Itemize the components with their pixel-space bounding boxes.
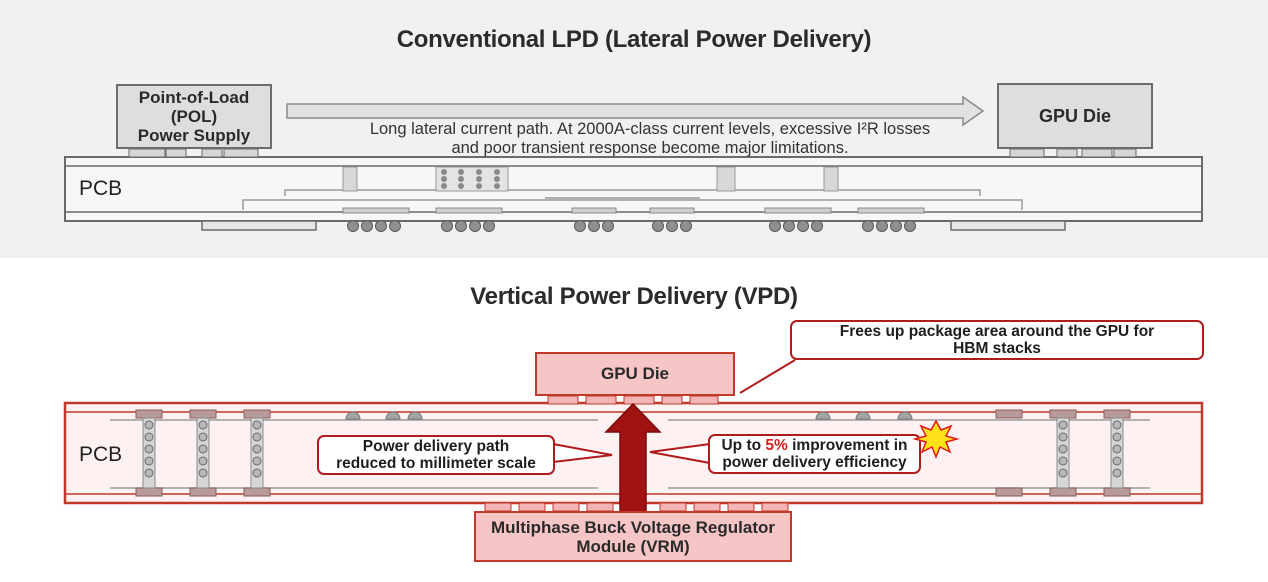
callout-path-line1: Power delivery path xyxy=(362,438,510,455)
callout-path-line2: reduced to millimeter scale xyxy=(336,455,536,472)
callout-eff-line1: Up to 5% improvement in xyxy=(721,437,907,454)
vrm-box: Multiphase Buck Voltage Regulator Module… xyxy=(474,511,792,562)
lpd-note-line2: and poor transient response become major… xyxy=(451,139,849,157)
vrm-line1: Multiphase Buck Voltage Regulator xyxy=(490,517,775,537)
callout-efficiency: Up to 5% improvement in power delivery e… xyxy=(708,434,921,474)
callout-delivery-path: Power delivery path reduced to millimete… xyxy=(317,435,555,475)
callout-eff-suffix: improvement in xyxy=(787,437,908,454)
vpd-title: Vertical Power Delivery (VPD) xyxy=(470,283,798,310)
vpd-gpu-die-box: GPU Die xyxy=(535,352,735,396)
vrm-line2: Module (VRM) xyxy=(576,536,690,556)
pol-line1: Point-of-Load xyxy=(138,88,250,107)
lpd-gpu-die-box: GPU Die xyxy=(997,83,1153,149)
pol-line3: Power Supply xyxy=(137,126,251,145)
pol-power-supply-box: Point-of-Load (POL) Power Supply xyxy=(116,84,272,149)
vpd-pcb-label: PCB xyxy=(79,443,123,466)
callout-eff-prefix: Up to xyxy=(721,437,766,454)
callout-package-area: Frees up package area around the GPU for… xyxy=(790,320,1204,360)
lpd-title: Conventional LPD (Lateral Power Delivery… xyxy=(396,26,872,53)
callout-area-line1: Frees up package area around the GPU for xyxy=(839,323,1155,340)
lpd-pcb-diagram xyxy=(64,148,1203,232)
lpd-pcb-label: PCB xyxy=(79,177,123,200)
efficiency-percent: 5% xyxy=(765,437,788,454)
pol-line2: (POL) xyxy=(170,107,218,126)
lpd-note-line1: Long lateral current path. At 2000A-clas… xyxy=(369,120,931,138)
lpd-note: Long lateral current path. At 2000A-clas… xyxy=(300,120,1000,158)
via-columns xyxy=(142,417,1124,489)
callout-eff-line2: power delivery efficiency xyxy=(722,454,907,471)
callout-area-line2: HBM stacks xyxy=(953,340,1041,357)
right-arrow-icon xyxy=(286,95,985,127)
